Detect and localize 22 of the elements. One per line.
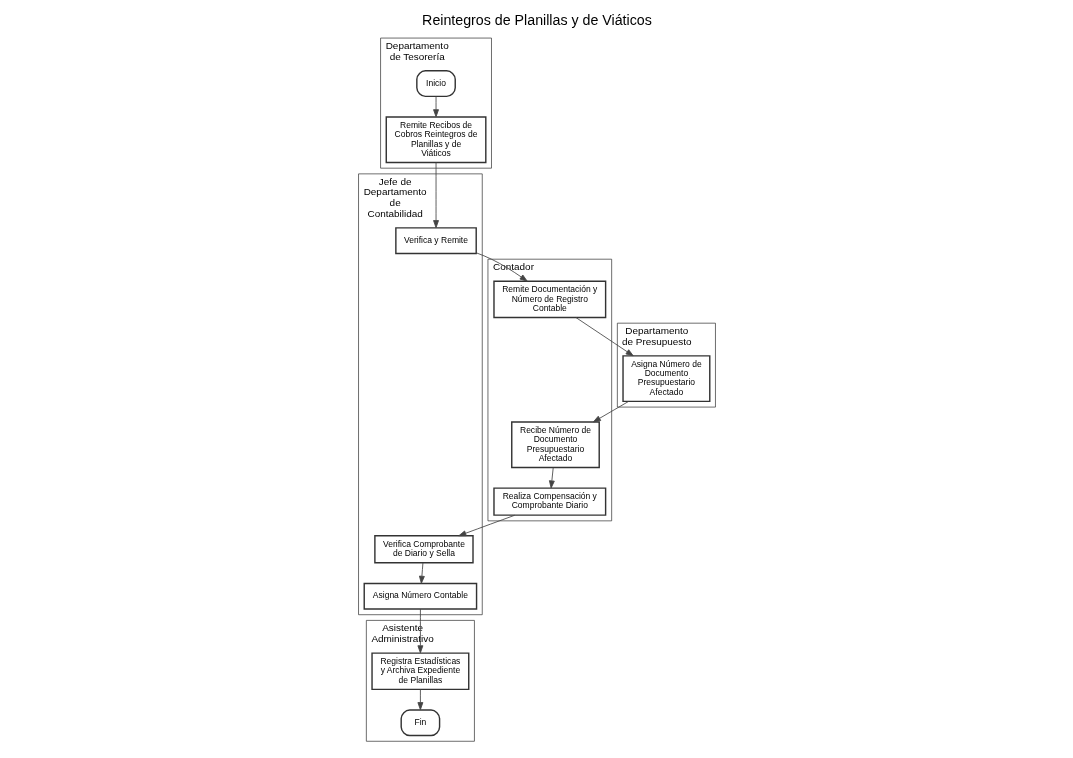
arrow <box>416 689 423 711</box>
node-box: Registra Estadísticas y Archiva Expediente de Planillas <box>370 652 469 691</box>
arrow <box>416 608 423 654</box>
arrow <box>548 467 555 489</box>
node-box: Recibe Número de Documento Presupuestario Afectado <box>510 421 600 469</box>
node-box: Remite Recibos de Cobros Reintegros de Planillas y de Viáticos <box>385 116 486 164</box>
arrow <box>475 252 528 282</box>
arrow <box>457 514 515 537</box>
diagram-title: Reintegros de Planillas y de Viáticos <box>421 12 652 29</box>
arrow <box>592 401 629 423</box>
node-box: Verifica Comprobante de Diario y Sella <box>373 535 474 564</box>
arrow <box>432 162 439 229</box>
arrow <box>575 317 634 357</box>
node-box: Fin <box>400 709 440 737</box>
node-box: Realiza Compensación y Comprobante Diario <box>492 487 606 516</box>
node-box: Inicio <box>415 70 456 98</box>
arrow <box>418 562 425 584</box>
arrow <box>432 96 439 118</box>
node-box: Remite Documentación y Número de Registro Contable <box>492 280 606 319</box>
node-box: Verifica y Remite <box>394 227 477 255</box>
node-box: Asigna Número Contable <box>363 582 477 610</box>
node-box: Asigna Número de Documento Presupuestario Afectado <box>621 355 710 403</box>
